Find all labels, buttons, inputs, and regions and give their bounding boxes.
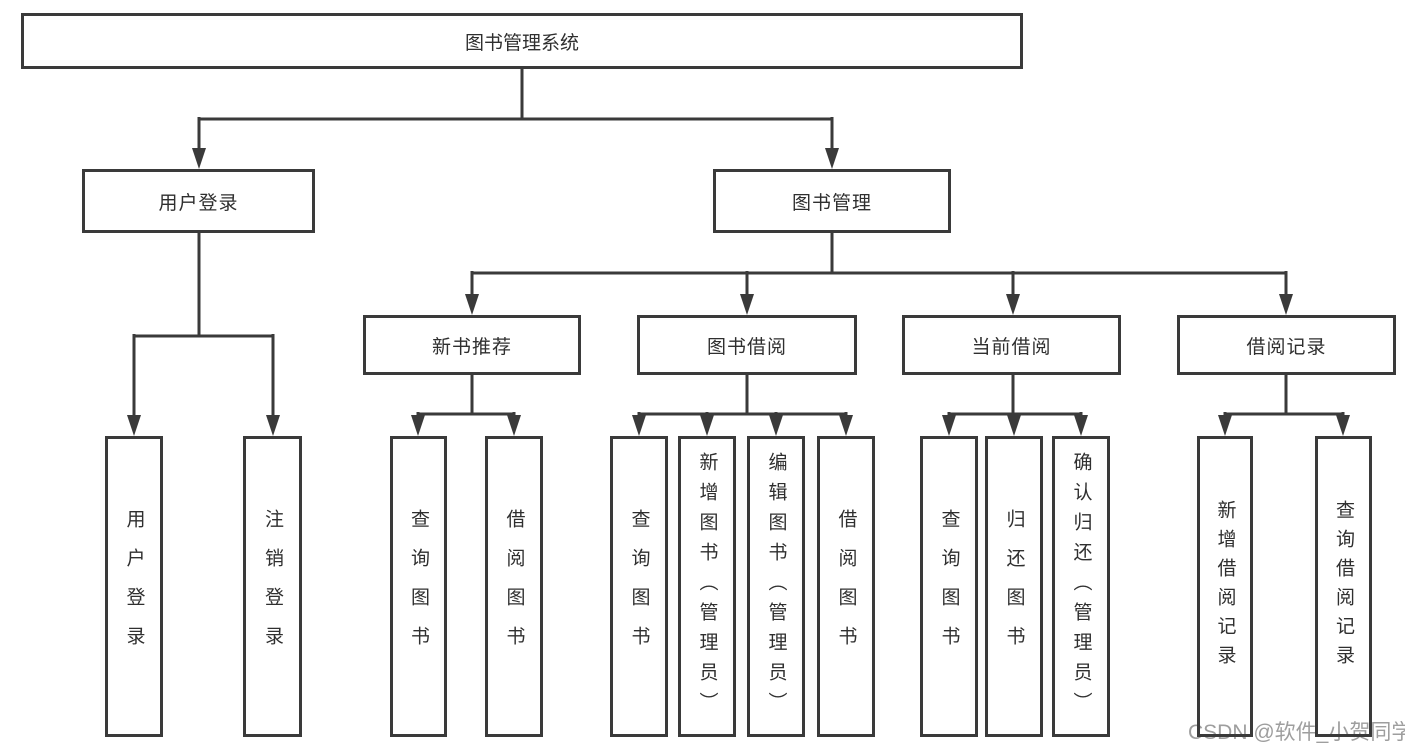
- arrow-icon: [411, 415, 425, 436]
- arrow-icon: [1074, 415, 1088, 436]
- leaf-query-books-current: 查询图书: [920, 436, 978, 737]
- leaf-add-borrow-record: 新增借阅记录: [1197, 436, 1253, 737]
- connector-root-to-level2: [197, 69, 834, 150]
- node-book-borrowing-label: 图书借阅: [706, 336, 787, 358]
- arrow-icon: [1218, 415, 1232, 436]
- leaf-logout-label: 注销登录: [262, 508, 283, 665]
- connector-borrow-record-branch: [1223, 375, 1345, 417]
- leaf-logout: 注销登录: [243, 436, 302, 737]
- arrow-icon: [507, 415, 521, 436]
- node-borrowing-records-label: 借阅记录: [1246, 336, 1327, 358]
- leaf-query-borrow-record: 查询借阅记录: [1315, 436, 1372, 737]
- node-new-book-recommend: 新书推荐: [363, 315, 581, 375]
- node-user-login: 用户登录: [82, 169, 315, 233]
- leaf-borrow-books-recommend-label: 借阅图书: [503, 508, 525, 665]
- leaf-borrow-books-recommend: 借阅图书: [485, 436, 543, 737]
- node-root-label: 图书管理系统: [464, 32, 579, 54]
- leaf-borrow-books-borrowing-label: 借阅图书: [835, 508, 857, 665]
- csdn-watermark: CSDN @软件_小贺同学: [1188, 721, 1405, 744]
- arrow-icon: [700, 415, 714, 436]
- arrow-icon: [942, 415, 956, 436]
- node-current-borrowing-label: 当前借阅: [971, 336, 1052, 358]
- leaf-query-books-recommend: 查询图书: [390, 436, 447, 737]
- connector-new-book-branch: [416, 375, 516, 417]
- node-user-login-label: 用户登录: [158, 192, 239, 214]
- leaf-edit-book-admin: 编辑图书（管理员）: [747, 436, 805, 737]
- leaf-edit-book-admin-label: 编辑图书（管理员）: [765, 451, 787, 722]
- arrow-icon: [465, 294, 479, 315]
- node-root-system: 图书管理系统: [21, 13, 1023, 69]
- leaf-query-books-current-label: 查询图书: [938, 508, 960, 665]
- arrow-icon: [1007, 415, 1021, 436]
- leaf-query-borrow-record-label: 查询借阅记录: [1333, 499, 1354, 674]
- connector-current-borrow-branch: [947, 375, 1083, 417]
- node-book-borrowing: 图书借阅: [637, 315, 857, 375]
- node-book-management-label: 图书管理: [791, 192, 872, 214]
- leaf-confirm-return-admin: 确认归还（管理员）: [1052, 436, 1110, 737]
- leaf-return-book: 归还图书: [985, 436, 1043, 737]
- arrow-icon: [192, 148, 206, 169]
- node-new-book-recommend-label: 新书推荐: [431, 336, 512, 358]
- leaf-user-login-label: 用户登录: [123, 508, 145, 665]
- arrow-icon: [1336, 415, 1350, 436]
- leaf-user-login: 用户登录: [105, 436, 163, 737]
- node-borrowing-records: 借阅记录: [1177, 315, 1396, 375]
- arrow-icon: [740, 294, 754, 315]
- arrow-icon: [266, 415, 280, 436]
- leaf-return-book-label: 归还图书: [1003, 508, 1025, 665]
- leaf-add-book-admin: 新增图书（管理员）: [678, 436, 736, 737]
- arrow-icon: [769, 415, 783, 436]
- arrow-icon: [632, 415, 646, 436]
- node-book-management: 图书管理: [713, 169, 951, 233]
- leaf-add-book-admin-label: 新增图书（管理员）: [696, 451, 718, 722]
- arrowheads: [127, 148, 1350, 436]
- arrow-icon: [839, 415, 853, 436]
- leaf-borrow-books-borrowing: 借阅图书: [817, 436, 875, 737]
- leaf-query-books-borrowing-label: 查询图书: [628, 508, 650, 665]
- leaf-query-books-recommend-label: 查询图书: [408, 508, 429, 665]
- arrow-icon: [127, 415, 141, 436]
- arrow-icon: [825, 148, 839, 169]
- connector-user-login-branch: [132, 233, 275, 417]
- leaf-query-books-borrowing: 查询图书: [610, 436, 668, 737]
- node-current-borrowing: 当前借阅: [902, 315, 1121, 375]
- arrow-icon: [1279, 294, 1293, 315]
- leaf-add-borrow-record-label: 新增借阅记录: [1214, 499, 1236, 674]
- connector-book-mgmt-branch: [470, 233, 1288, 296]
- leaf-confirm-return-admin-label: 确认归还（管理员）: [1070, 451, 1092, 722]
- connector-book-borrow-branch: [637, 375, 848, 417]
- arrow-icon: [1006, 294, 1020, 315]
